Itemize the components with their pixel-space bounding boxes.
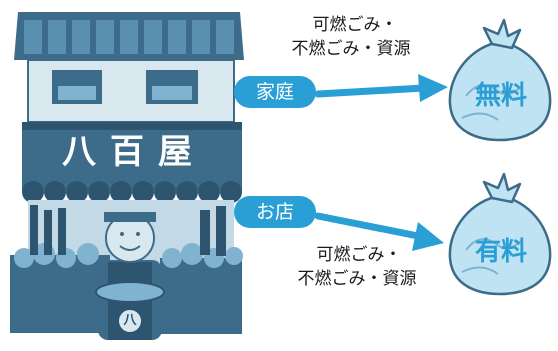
business-arrow bbox=[314, 212, 444, 251]
paid-label: 有料 bbox=[474, 237, 527, 267]
shopkeeper-figure bbox=[95, 212, 165, 340]
free-label: 無料 bbox=[474, 81, 527, 111]
business-categories-line1: 可燃ごみ・ bbox=[316, 245, 402, 265]
household-arrow bbox=[314, 74, 448, 102]
apron-mark-text: 八 bbox=[123, 313, 137, 328]
household-categories-line2: 不燃ごみ・資源 bbox=[291, 39, 411, 59]
business-categories-line2: 不燃ごみ・資源 bbox=[297, 269, 417, 289]
business-label: お店 bbox=[234, 196, 316, 228]
shop-sign-text: 八百屋 bbox=[62, 132, 206, 172]
garbage-bag-free-icon bbox=[448, 18, 552, 142]
greengrocer-shop-illustration bbox=[10, 12, 244, 340]
household-label: 家庭 bbox=[234, 76, 316, 108]
garbage-bag-paid-icon bbox=[448, 172, 552, 296]
household-categories-line1: 可燃ごみ・ bbox=[312, 15, 398, 35]
